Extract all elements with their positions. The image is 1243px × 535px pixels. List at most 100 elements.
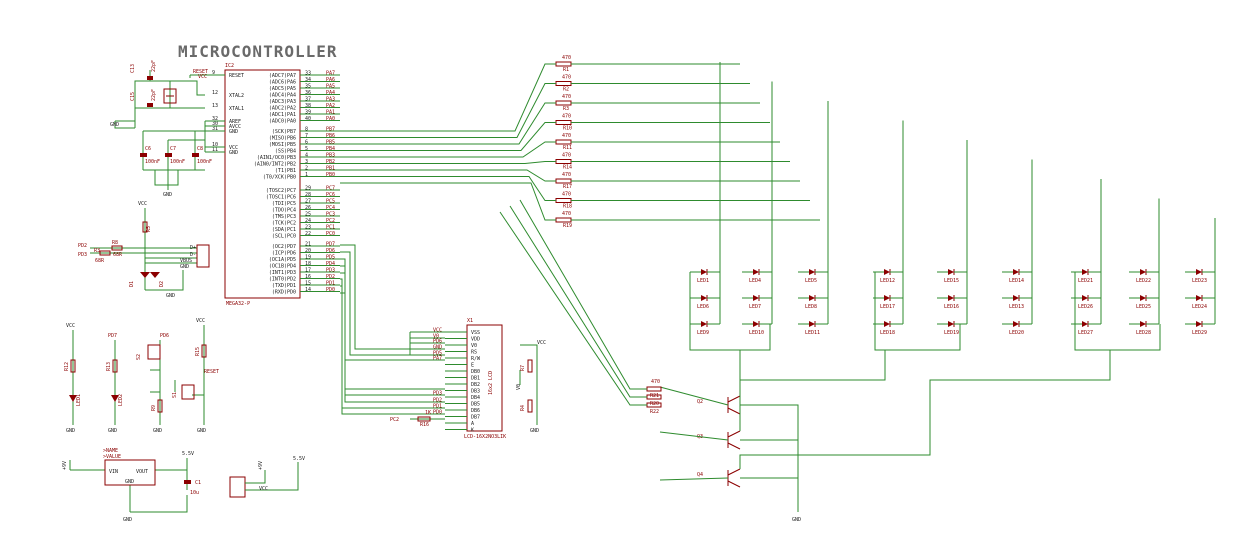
- mcu-port-pin-0: (SCK)PB7: [272, 129, 296, 135]
- transistor-resistor-label-2: R22: [650, 409, 659, 415]
- transistor-resistor-value: 470: [651, 379, 660, 385]
- led10: [753, 321, 759, 327]
- mcu-net-pb2: PB2: [326, 159, 335, 165]
- transistor-base-wire-0: [659, 386, 729, 406]
- led15: [948, 269, 954, 275]
- mcu-net-pc7: PC7: [326, 186, 335, 192]
- mcu-port-num-7: 1: [305, 172, 308, 178]
- mcu-ic2: IC2 MEGA32-P RESET9XTAL212XTAL113AREF32A…: [212, 63, 340, 307]
- mcu-net-pc3: PC3: [326, 212, 335, 218]
- mcu-port-pin-2: (MOSI)PB5: [269, 142, 296, 148]
- led-resistor-value-5: 470: [562, 153, 571, 159]
- mcu-net-pa3: PA3: [326, 97, 335, 103]
- diode-d2-label: D2: [159, 281, 165, 287]
- led14-label: LED14: [1009, 278, 1024, 284]
- lcd-net-label-6: PD3: [433, 391, 442, 397]
- led-cathode-bus-1: [874, 272, 961, 351]
- led2-label: LED2: [118, 394, 124, 406]
- lcd-pin-k: K: [471, 428, 474, 434]
- cap-c7: [165, 153, 172, 157]
- transistor-q2-label: Q2: [697, 399, 703, 405]
- lcd-pin-db2: DB2: [471, 382, 480, 388]
- resistor-r15-label: R15: [195, 347, 201, 356]
- mcu-pin-xtal2-1: XTAL2: [229, 93, 244, 99]
- mcu-port-num-2: 6: [305, 140, 308, 146]
- led8-label: LED8: [805, 304, 817, 310]
- cap-c7-value: 100nF: [170, 159, 185, 165]
- pot-r7-label: R7: [520, 365, 526, 371]
- mcu-net-pc1: PC1: [326, 225, 335, 231]
- mcu-port-pin-4: (INT1)PD3: [269, 270, 296, 276]
- mcu-port-pin-1: (ADC6)PA6: [269, 80, 296, 86]
- mcu-port-num-4: 25: [305, 212, 311, 218]
- mcu-port-pin-6: (ADC1)PA1: [269, 112, 296, 118]
- mcu-net-pd2: PD2: [326, 274, 335, 280]
- cap-c8: [192, 153, 199, 157]
- lcd-net-label-5: PA7: [433, 356, 442, 362]
- led-resistor-value-4: 470: [562, 133, 571, 139]
- led-resistor-r2: [555, 81, 572, 86]
- mcu-port-pin-3: (TDO)PC4: [272, 208, 296, 214]
- mcu-port-pin-1: (MISO)PB6: [269, 136, 296, 142]
- usb-pin-dplus: D+: [190, 245, 196, 251]
- lcd-pin-a: A: [471, 421, 474, 427]
- usb-pin-dminus: D-: [190, 252, 196, 258]
- mcu-pin-vcc-6: VCC: [229, 145, 238, 151]
- resistor-r16-label: R16: [420, 422, 429, 428]
- regulator-value: >VALUE: [103, 454, 121, 460]
- led-feed-wire-7: [340, 176, 556, 201]
- mcu-net-pb3: PB3: [326, 153, 335, 159]
- mcu-pin-xtal1-2: XTAL1: [229, 106, 244, 112]
- cap-c15-value: 22pF: [151, 89, 157, 101]
- led-resistor-r3: [555, 100, 572, 106]
- mcu-pin-gnd-5: GND: [229, 129, 238, 135]
- mcu-port-num-2: 27: [305, 199, 311, 205]
- lcd-pin-e: E: [471, 363, 474, 369]
- mcu-net-pb1: PB1: [326, 166, 335, 172]
- transistor-feed-wire-1: [509, 205, 647, 398]
- diode-d2: [150, 272, 160, 278]
- mcu-port-pin-6: (TXD)PD1: [272, 283, 296, 289]
- led-resistor-value-6: 470: [562, 172, 571, 178]
- led1-label: LED1: [76, 394, 82, 406]
- led-resistor-label-4: R11: [563, 145, 572, 151]
- schematic-title: MICROCONTROLLER: [178, 42, 338, 61]
- lcd-pin-vdd: VDD: [471, 337, 480, 343]
- lcd-pin-rw: R/W: [471, 356, 481, 362]
- led-resistor-r11: [555, 139, 572, 145]
- mcu-port-pin-2: (OC1A)PD5: [269, 257, 296, 263]
- mcu-net-pb5: PB5: [326, 140, 335, 146]
- led14: [1013, 269, 1019, 275]
- led-resistor-r1: [555, 61, 572, 67]
- resistor-r3: [99, 250, 111, 256]
- mcu-port-num-0: 8: [305, 127, 308, 133]
- cap-c15: [147, 103, 153, 107]
- mcu-pin-num-3: 32: [212, 116, 218, 122]
- pot-r4-label: R4: [520, 405, 526, 411]
- resistor-r8-value: 68R: [113, 252, 123, 258]
- lcd-net-label-3: GND: [433, 345, 442, 351]
- transistor-base-wire-2: [659, 477, 729, 481]
- mcu-port-num-1: 20: [305, 248, 311, 254]
- mcu-port-pin-5: (ADC2)PA2: [269, 106, 296, 112]
- mcu-port-num-5: 24: [305, 218, 311, 224]
- cap-c6-value: 100nF: [145, 159, 160, 165]
- led21: [1082, 269, 1088, 275]
- mcu-pin-gnd-7: GND: [229, 150, 238, 156]
- led18-label: LED18: [880, 330, 895, 336]
- resistor-r16-value: 1K: [425, 410, 431, 416]
- resistor-r5: [142, 221, 148, 233]
- led-resistor-value-3: 470: [562, 114, 571, 120]
- mcu-port-pin-7: (ADC0)PA0: [269, 119, 296, 125]
- led28-label: LED28: [1136, 330, 1151, 336]
- power-vcc: VCC: [259, 486, 268, 492]
- led-resistor-r10: [555, 120, 572, 125]
- mcu-net-pd6: PD6: [326, 248, 335, 254]
- lcd-net-label-7: PD2: [433, 398, 442, 404]
- resistor-r8: [111, 245, 123, 251]
- led5-label: LED5: [805, 278, 817, 284]
- mcu-port-pin-6: (SDA)PC1: [272, 227, 296, 233]
- transistor-feed-wire-0: [519, 199, 647, 390]
- resistor-r8-label: R8: [112, 240, 118, 246]
